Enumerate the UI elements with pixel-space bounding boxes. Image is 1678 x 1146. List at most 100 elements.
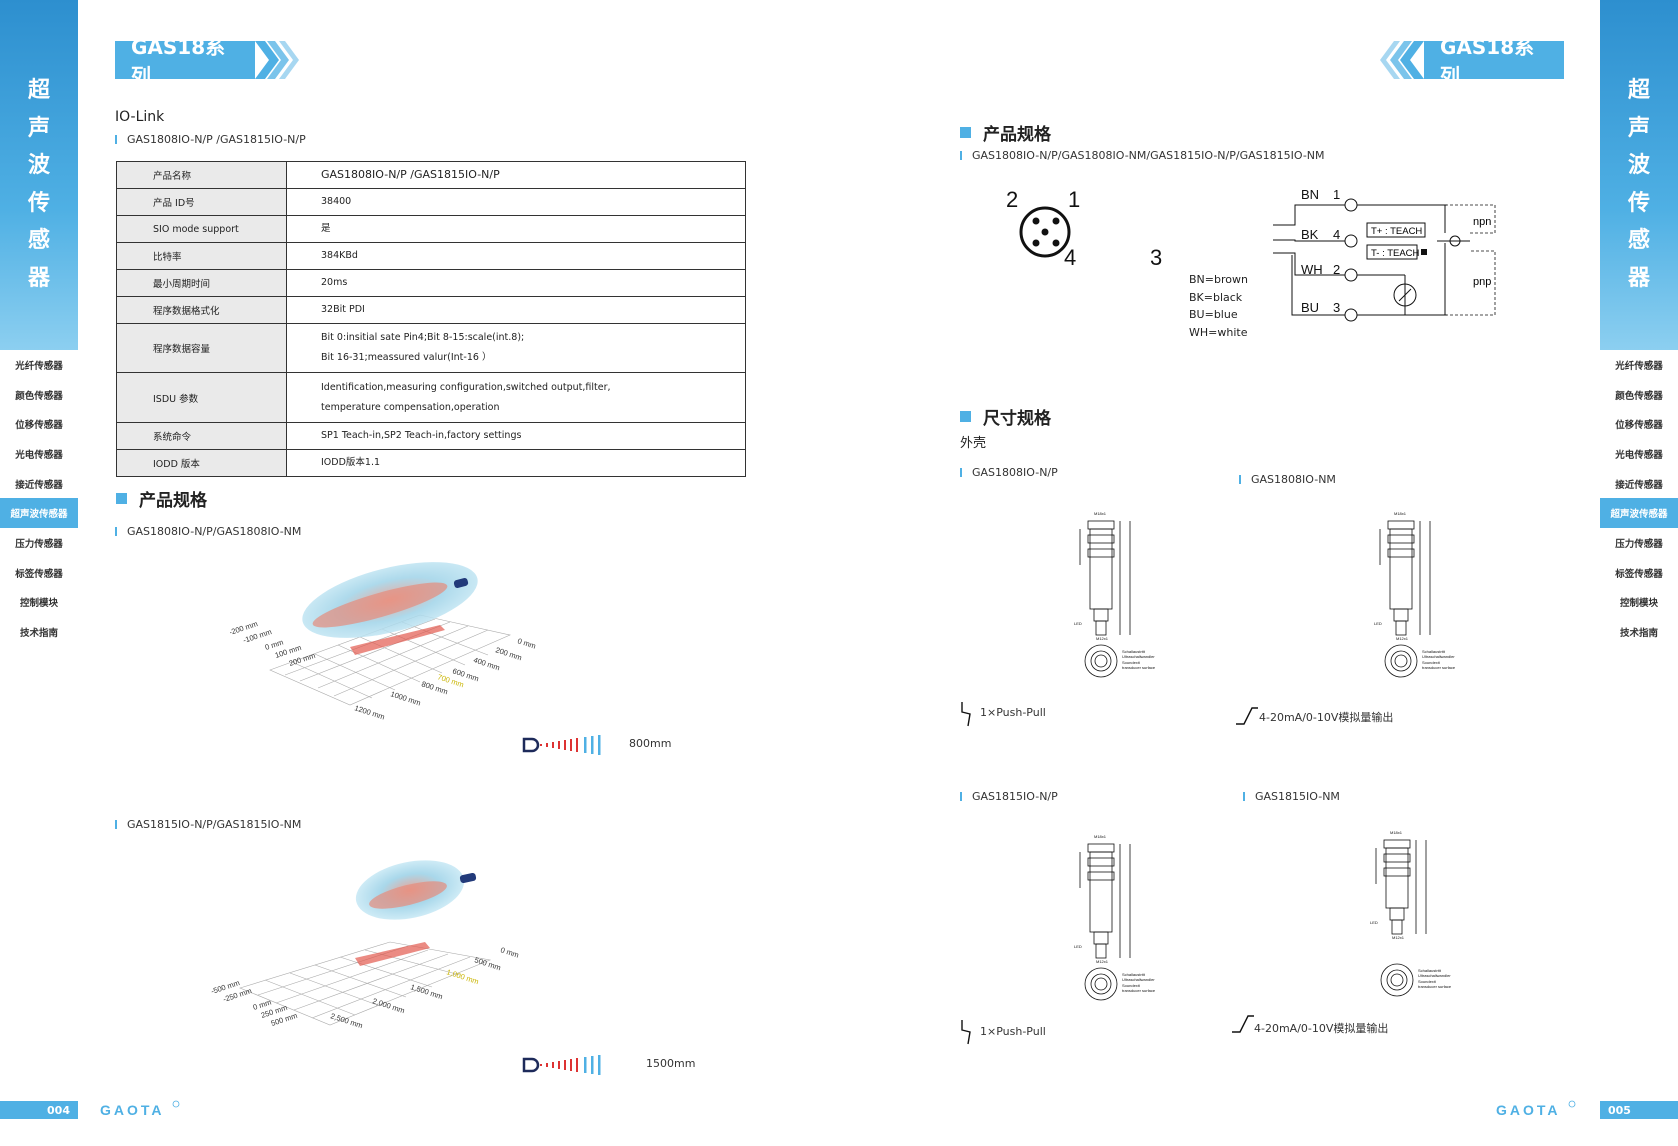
lock-icon bbox=[1421, 249, 1427, 255]
chart-a-y-label: 1000 mm bbox=[389, 689, 422, 707]
wire-code: BK bbox=[1301, 227, 1319, 242]
table-key: 程序数据容量 bbox=[116, 323, 287, 373]
wire-code: BU bbox=[1301, 300, 1319, 315]
nav-item-fiber[interactable]: 光纤传感器 bbox=[15, 360, 63, 372]
analog-output-icon bbox=[1232, 1015, 1254, 1033]
vtitle-char: 超 bbox=[1627, 78, 1650, 103]
range-b-value: 1500mm bbox=[646, 1057, 696, 1070]
wire-code: BN bbox=[1301, 187, 1319, 202]
table-key: IODD 版本 bbox=[116, 449, 287, 477]
left-nav: 光纤传感器 颜色传感器 位移传感器 光电传感器 接近传感器 超声波传感器 压力传… bbox=[0, 350, 78, 647]
gaota-logo: GAOTA bbox=[1496, 1100, 1576, 1118]
nav-item-label[interactable]: 标签传感器 bbox=[15, 568, 63, 580]
table-value: Bit 0:insitial sate Pin4;Bit 8-15:scale(… bbox=[286, 323, 746, 373]
range-bars-icon bbox=[522, 735, 601, 755]
table-value: 32Bit PDI bbox=[286, 296, 746, 324]
drawing-label: M18x1 bbox=[1394, 511, 1407, 516]
drawing-label: LED bbox=[1374, 621, 1382, 626]
detection-core bbox=[369, 881, 447, 909]
dim-model-label: GAS1815IO-N/P bbox=[960, 790, 1058, 803]
nav-item-fiber[interactable]: 光纤传感器 bbox=[1615, 360, 1663, 372]
nav-item-label[interactable]: 标签传感器 bbox=[1615, 568, 1663, 580]
drawing-label: LED bbox=[1074, 621, 1082, 626]
nav-item-displacement[interactable]: 位移传感器 bbox=[1615, 420, 1663, 432]
pin-label: 3 bbox=[1150, 245, 1162, 270]
sensor-icon bbox=[453, 577, 469, 589]
table-value: GAS1808IO-N/P /GAS1815IO-N/P bbox=[286, 161, 746, 189]
wire-pin: 3 bbox=[1333, 300, 1340, 315]
model-b-label: GAS1815IO-N/P/GAS1815IO-NM bbox=[115, 818, 301, 831]
vtitle-char: 超 bbox=[27, 78, 50, 103]
table-value-line: Bit 16-31;meassured valur(Int-16 ） bbox=[321, 352, 492, 363]
nav-item-ultrasonic[interactable]: 超声波传感器 bbox=[0, 498, 78, 529]
wire-pin: 4 bbox=[1333, 227, 1340, 242]
dimension-drawing: M18x1 LED M12x1 Schallaustritt Ultrascha… bbox=[1074, 834, 1156, 1001]
right-nav: 光纤传感器 颜色传感器 位移传感器 光电传感器 接近传感器 超声波传感器 压力传… bbox=[1600, 350, 1678, 647]
detection-footprint bbox=[350, 625, 445, 655]
detection-footprint bbox=[355, 942, 430, 966]
detection-zone-chart-b: -500 mm -250 mm 0 mm 250 mm 500 mm 0 mm … bbox=[210, 860, 520, 1030]
drawing-label: Schallaustritt bbox=[1122, 972, 1146, 977]
nav-item-control[interactable]: 控制模块 bbox=[1619, 598, 1658, 610]
nav-item-guide[interactable]: 技术指南 bbox=[1619, 628, 1658, 640]
teach-plus-label: T+ : TEACH bbox=[1371, 226, 1422, 237]
logo-text: GAOTA bbox=[1496, 1102, 1561, 1118]
drawing-label: Schallaustritt bbox=[1422, 649, 1446, 654]
pin-label: 4 bbox=[1064, 245, 1076, 270]
io-link-models: GAS1808IO-N/P /GAS1815IO-N/P bbox=[115, 133, 306, 146]
chart-a-y-label: 0 mm bbox=[516, 636, 537, 650]
nav-item-guide[interactable]: 技术指南 bbox=[19, 628, 58, 640]
table-value-line: Identification,measuring configuration,s… bbox=[321, 381, 611, 393]
table-key: 比特率 bbox=[116, 242, 287, 270]
vtitle-char: 传 bbox=[1627, 190, 1650, 216]
right-spec-title: 产品规格 bbox=[960, 120, 1051, 145]
nav-item-proximity[interactable]: 接近传感器 bbox=[1615, 479, 1663, 491]
chart-b-y-label: 500 mm bbox=[473, 955, 502, 972]
legend-item: BU=blue bbox=[1189, 308, 1238, 321]
nav-item-photoelectric[interactable]: 光电传感器 bbox=[15, 449, 63, 461]
wire-code: WH bbox=[1301, 262, 1323, 277]
nav-item-color[interactable]: 颜色传感器 bbox=[1615, 390, 1663, 402]
drawing-label: transducer surface bbox=[1122, 988, 1156, 993]
nav-item-photoelectric[interactable]: 光电传感器 bbox=[1615, 449, 1663, 461]
left-spec-title: 产品规格 bbox=[116, 486, 207, 511]
nav-item-pressure[interactable]: 压力传感器 bbox=[15, 538, 63, 550]
nav-item-proximity[interactable]: 接近传感器 bbox=[15, 479, 63, 491]
drawing-label: Ultraschallwandler bbox=[1418, 973, 1451, 978]
dimension-drawing: M18x1 LED M12x1 Schallaustritt Ultrascha… bbox=[1370, 830, 1452, 997]
dimension-drawing: M18x1 LED M12x1 Schallaustritt Ultrascha… bbox=[1374, 511, 1456, 678]
drawing-label: Schallaustritt bbox=[1418, 968, 1442, 973]
drawing-label: Schallaustritt bbox=[1122, 649, 1146, 654]
table-value: 384KBd bbox=[286, 242, 746, 270]
chart-b-y-label: 2,000 mm bbox=[371, 996, 406, 1015]
drawing-label: M12x1 bbox=[1396, 636, 1409, 641]
nav-item-displacement[interactable]: 位移传感器 bbox=[15, 420, 63, 432]
drawing-label: M12x1 bbox=[1096, 959, 1109, 964]
nav-item-control[interactable]: 控制模块 bbox=[19, 598, 58, 610]
vtitle-char: 感 bbox=[1627, 228, 1650, 253]
drawing-label: M12x1 bbox=[1096, 636, 1109, 641]
left-banner-title: GAS18系列 bbox=[115, 35, 255, 88]
nav-item-color[interactable]: 颜色传感器 bbox=[15, 390, 63, 402]
drawing-label: Ultraschallwandler bbox=[1122, 654, 1155, 659]
nav-item-pressure[interactable]: 压力传感器 bbox=[1615, 538, 1663, 550]
table-key: 产品名称 bbox=[116, 161, 287, 189]
drawing-label: Soundexit bbox=[1422, 660, 1441, 665]
range-a-value: 800mm bbox=[629, 737, 672, 750]
chevrons-right-icon bbox=[255, 41, 299, 79]
drawing-label: transducer surface bbox=[1418, 984, 1452, 989]
nav-item-ultrasonic[interactable]: 超声波传感器 bbox=[1600, 498, 1678, 529]
drawing-label: Soundexit bbox=[1418, 979, 1437, 984]
right-side-strip: 超 声 波 传 感 器 光纤传感器 颜色传感器 位移传感器 光电传感器 接近传感… bbox=[1600, 0, 1678, 647]
model-a-label: GAS1808IO-N/P/GAS1808IO-NM bbox=[115, 525, 301, 538]
table-value-line: temperature compensation,operation bbox=[321, 401, 500, 413]
teach-minus-label: T- : TEACH bbox=[1371, 248, 1420, 259]
output-label: 1×Push-Pull bbox=[980, 706, 1046, 719]
dim-model-label: GAS1808IO-N/P bbox=[960, 466, 1058, 479]
drawing-label: Ultraschallwandler bbox=[1122, 977, 1155, 982]
